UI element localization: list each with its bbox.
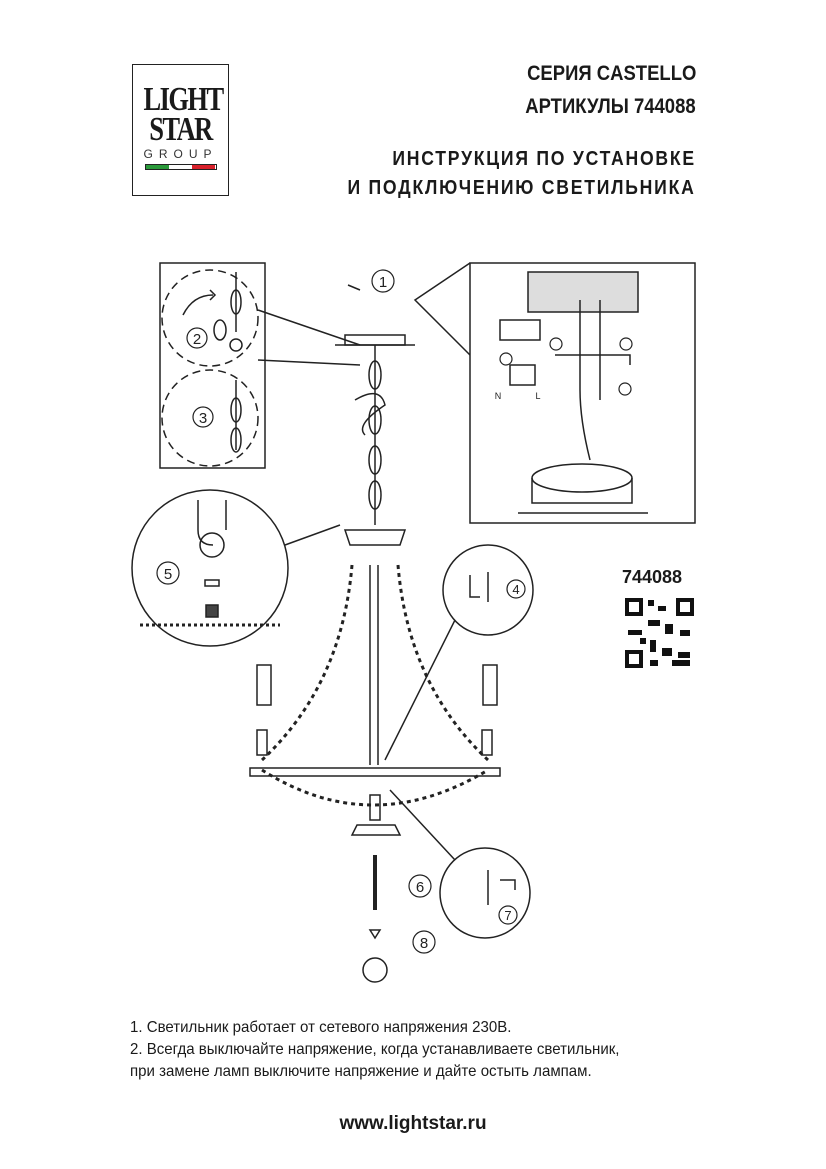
brand-logo: LIGHT STAR GROUP bbox=[132, 64, 229, 196]
note-2: 2. Всегда выключайте напряжение, когда у… bbox=[130, 1041, 620, 1058]
logo-star: STAR bbox=[149, 111, 213, 148]
wiring-detail-panel bbox=[413, 262, 696, 524]
italian-flag-stripe bbox=[144, 164, 217, 170]
step5-detail bbox=[131, 489, 341, 647]
step7-detail bbox=[389, 789, 531, 939]
qr-code bbox=[625, 598, 694, 668]
chain-detail-panel bbox=[159, 262, 361, 469]
step4-detail bbox=[384, 544, 534, 761]
chandelier-drawing bbox=[249, 284, 501, 983]
articles-title: АРТИКУЛЫ 744088 bbox=[525, 95, 696, 118]
instruction-title-line2: И ПОДКЛЮЧЕНИЮ СВЕТИЛЬНИКА bbox=[347, 177, 696, 199]
step-3-label: 3 bbox=[199, 410, 207, 427]
note-1: 1. Светильник работает от сетевого напря… bbox=[130, 1019, 512, 1036]
step-7-label: 7 bbox=[504, 908, 511, 923]
logo-group: GROUP bbox=[143, 147, 218, 161]
instruction-title-line1: ИНСТРУКЦИЯ ПО УСТАНОВКЕ bbox=[392, 148, 696, 170]
logo-light: LIGHT bbox=[143, 81, 224, 118]
step-1-label: 1 bbox=[379, 274, 387, 291]
series-title: СЕРИЯ CASTELLO bbox=[526, 62, 696, 85]
step-markers bbox=[156, 269, 633, 954]
step-5-label: 5 bbox=[164, 566, 172, 583]
step-6-label: 6 bbox=[416, 879, 424, 896]
wire-neutral-label: N bbox=[495, 391, 502, 401]
step-4-label: 4 bbox=[512, 582, 519, 597]
website-link[interactable]: www.lightstar.ru bbox=[339, 1113, 487, 1134]
wire-live-label: L bbox=[535, 391, 540, 401]
step-2-label: 2 bbox=[193, 331, 201, 348]
article-number: 744088 bbox=[622, 567, 683, 587]
safety-notes: 1. Светильник работает от сетевого напря… bbox=[130, 1017, 619, 1083]
step-8-label: 8 bbox=[420, 935, 428, 952]
note-2-continued: при замене ламп выключите напряжение и д… bbox=[130, 1063, 592, 1080]
